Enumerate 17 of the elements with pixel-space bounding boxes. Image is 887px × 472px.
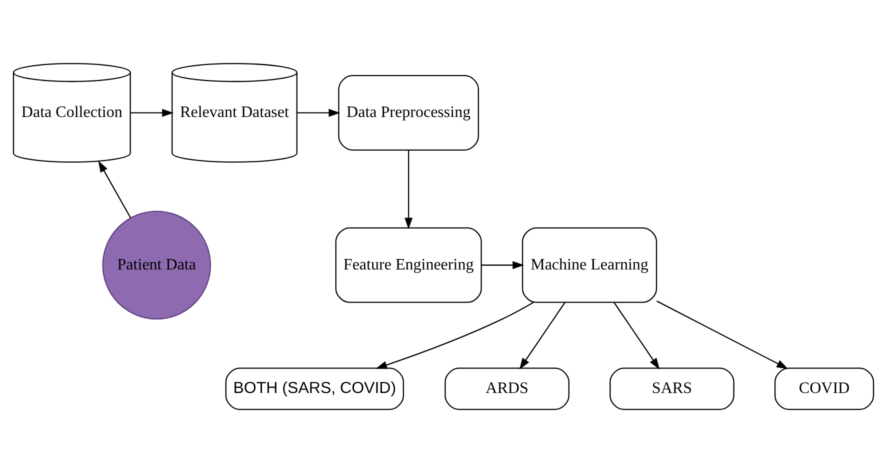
arrow — [297, 108, 340, 116]
node-box: Feature Engineering — [335, 226, 482, 302]
arrow — [404, 150, 413, 229]
arrow — [519, 302, 566, 370]
node-box: SARS — [610, 367, 734, 410]
node-box: ARDS — [444, 367, 570, 410]
node-box: Machine Learning — [522, 226, 658, 302]
arrow — [481, 260, 524, 269]
arrow — [614, 302, 660, 370]
node-box: BOTH (SARS, COVID) — [225, 367, 404, 410]
node-box: COVID — [774, 367, 874, 410]
arrow — [656, 300, 788, 368]
arrow — [98, 160, 132, 218]
arrow — [376, 301, 534, 368]
arrow — [130, 108, 174, 116]
node-circle: Patient Data — [102, 210, 212, 320]
node-box: Data Preprocessing — [338, 74, 479, 150]
